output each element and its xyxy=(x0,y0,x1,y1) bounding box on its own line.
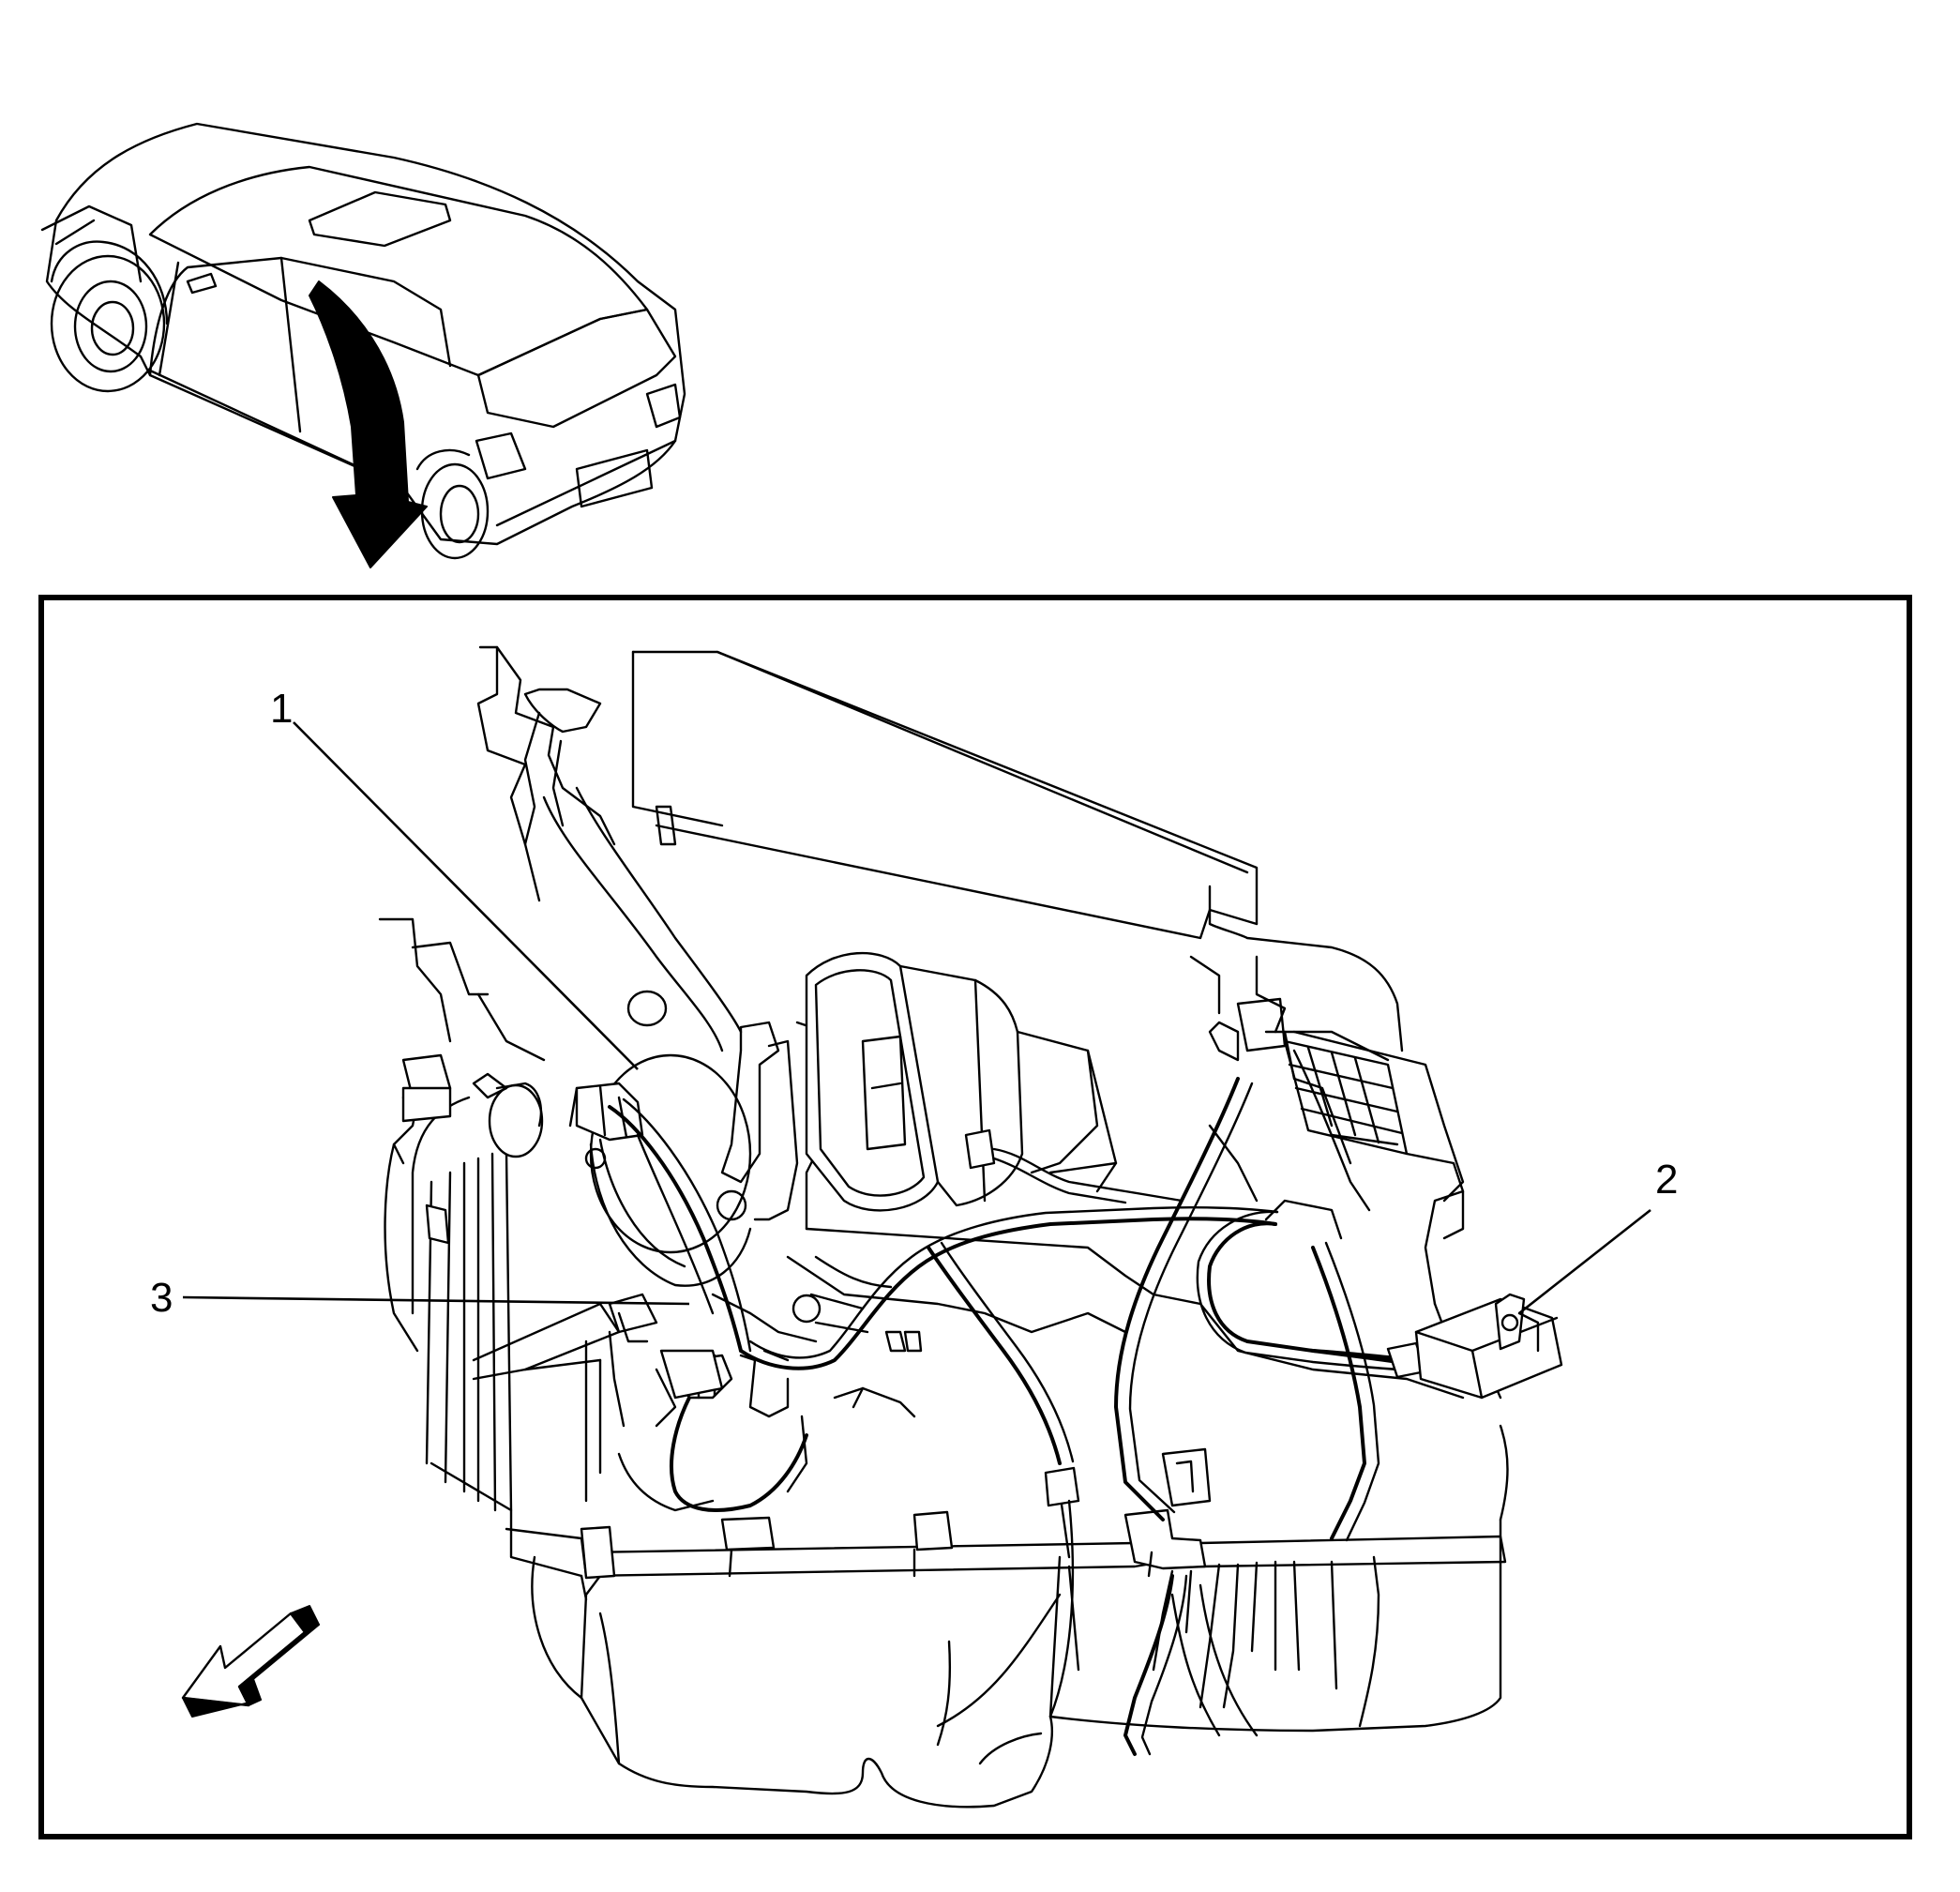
callout-leaders xyxy=(182,721,1651,1315)
callout-label-3: 3 xyxy=(150,1275,173,1321)
wiring-harness xyxy=(608,1077,1427,1756)
leader-line-1 xyxy=(293,721,639,1070)
leader-line-2 xyxy=(1518,1208,1651,1315)
hvac-module-assembly xyxy=(378,645,1509,1809)
curved-pointer-arrow-icon xyxy=(309,280,428,568)
callout-label-2: 2 xyxy=(1655,1157,1678,1203)
leader-line-3 xyxy=(182,1295,690,1306)
component-2-sensor xyxy=(1414,1293,1563,1400)
callout-label-1: 1 xyxy=(270,686,293,732)
detail-frame xyxy=(38,595,1912,1839)
vehicle-outline-icon xyxy=(40,122,686,560)
vehicle-front-direction-arrow-icon xyxy=(181,1605,320,1718)
